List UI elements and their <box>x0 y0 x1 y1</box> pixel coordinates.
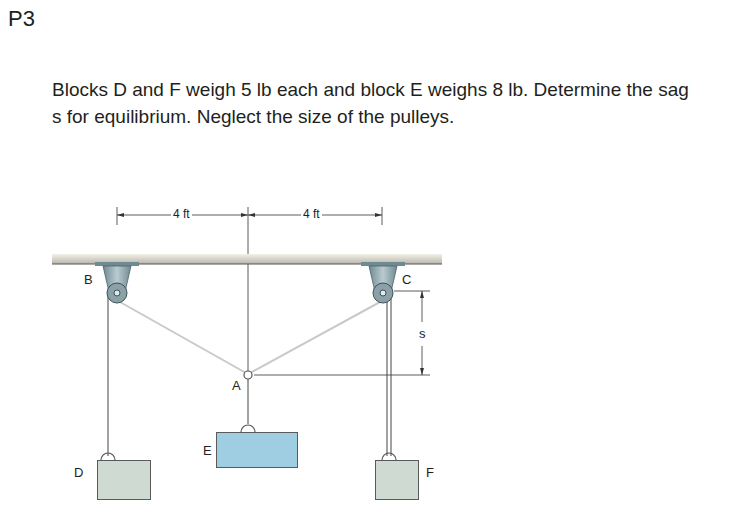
weight-block: F <box>375 460 419 500</box>
cable <box>120 302 380 373</box>
weight-block: D <box>97 460 151 500</box>
dimension-arrows <box>117 213 382 217</box>
sag-dimension <box>254 291 430 375</box>
ring <box>244 371 252 379</box>
point-label: C <box>402 272 411 287</box>
pulley-c <box>361 262 405 303</box>
block-label: D <box>74 465 83 480</box>
point-label: B <box>84 272 93 287</box>
problem-number: P3 <box>8 6 35 32</box>
weight-block: E <box>216 432 298 468</box>
dimension-label: 4 ft <box>301 207 322 221</box>
problem-statement: Blocks D and F weigh 5 lb each and block… <box>52 76 692 130</box>
block-label: E <box>203 443 212 458</box>
dimension-line <box>117 207 382 375</box>
block-label: F <box>426 465 434 480</box>
pulley-b <box>95 262 139 303</box>
point-label: A <box>232 378 241 393</box>
dimension-label: 4 ft <box>171 207 192 221</box>
dimension-label: s <box>417 326 428 341</box>
